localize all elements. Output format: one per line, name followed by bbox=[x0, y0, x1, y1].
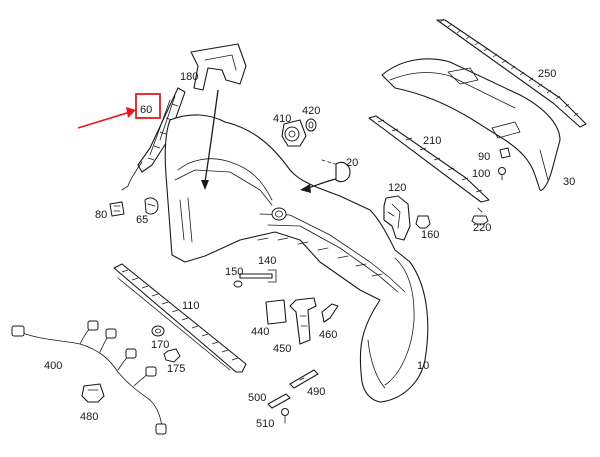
callout-500: 500 bbox=[248, 392, 266, 404]
callout-210: 210 bbox=[423, 135, 441, 147]
callout-175: 175 bbox=[167, 363, 185, 375]
callout-60: 60 bbox=[140, 104, 152, 116]
highlight-annotation bbox=[77, 93, 161, 129]
callout-250: 250 bbox=[538, 68, 556, 80]
callout-65: 65 bbox=[136, 214, 148, 226]
callout-460: 460 bbox=[319, 329, 337, 341]
callout-180: 180 bbox=[180, 71, 198, 83]
part-450-sensor-bracket bbox=[289, 297, 317, 345]
callout-160: 160 bbox=[421, 229, 439, 241]
highlight-box bbox=[135, 93, 161, 119]
part-20-cover-cap bbox=[321, 159, 351, 183]
part-30-rear-diffuser bbox=[381, 58, 561, 191]
highlight-arrowhead bbox=[126, 107, 136, 118]
leader-20-arrow bbox=[307, 177, 341, 189]
callout-150: 150 bbox=[225, 266, 243, 278]
callout-440: 440 bbox=[251, 326, 269, 338]
leader-180-arrowhead bbox=[201, 180, 209, 190]
leader-20-arrowhead bbox=[300, 184, 311, 193]
part-120-side-bracket bbox=[383, 195, 411, 241]
callout-90: 90 bbox=[478, 151, 490, 163]
callout-100: 100 bbox=[472, 168, 490, 180]
part-90-clip bbox=[499, 147, 511, 159]
callout-120: 120 bbox=[388, 182, 406, 194]
part-175-nut bbox=[163, 348, 181, 363]
callout-20: 20 bbox=[346, 157, 358, 169]
part-510-screw bbox=[281, 408, 289, 424]
part-490-spacer bbox=[289, 369, 319, 389]
part-440-sensor-pad bbox=[265, 299, 287, 325]
callout-10: 10 bbox=[417, 360, 429, 372]
callout-30: 30 bbox=[563, 176, 575, 188]
callout-140: 140 bbox=[258, 255, 276, 267]
part-170-grommet bbox=[151, 325, 165, 337]
part-220-nut bbox=[471, 207, 489, 225]
leader-60-line bbox=[121, 161, 143, 191]
part-500-clip bbox=[267, 393, 291, 409]
part-460-bracket bbox=[321, 303, 339, 323]
part-60-side-guide-strip bbox=[137, 87, 186, 173]
callout-220: 220 bbox=[473, 222, 491, 234]
callout-labels: 60 180 80 65 410 420 20 210 250 90 100 3… bbox=[44, 68, 575, 430]
part-160-clip bbox=[415, 215, 431, 229]
part-480-connector bbox=[81, 383, 105, 403]
part-110-mounting-rail bbox=[113, 263, 247, 373]
part-150-washer bbox=[233, 280, 243, 288]
part-140-pin bbox=[239, 269, 277, 283]
part-65-clip bbox=[144, 197, 159, 215]
part-10-bumper-cover bbox=[164, 114, 429, 403]
callout-110: 110 bbox=[182, 300, 200, 312]
callout-510: 510 bbox=[256, 418, 274, 430]
part-420-ring bbox=[305, 118, 317, 132]
callout-80: 80 bbox=[95, 209, 107, 221]
part-250-trim-strip bbox=[436, 18, 587, 128]
part-100-screw bbox=[498, 167, 506, 181]
part-210-reflector-strip bbox=[368, 115, 490, 203]
callout-450: 450 bbox=[273, 343, 291, 355]
part-400-wiring-harness bbox=[11, 320, 167, 435]
leader-180-arrow bbox=[204, 89, 219, 183]
callout-170: 170 bbox=[151, 339, 169, 351]
part-180-upper-bracket bbox=[190, 43, 247, 91]
callout-480: 480 bbox=[80, 411, 98, 423]
highlight-arrow-line bbox=[77, 111, 131, 129]
callout-400: 400 bbox=[44, 360, 62, 372]
callout-410: 410 bbox=[273, 113, 291, 125]
callout-420: 420 bbox=[302, 105, 320, 117]
part-80-clip bbox=[109, 201, 125, 217]
callout-490: 490 bbox=[307, 386, 325, 398]
part-410-sensor-holder bbox=[281, 119, 307, 147]
